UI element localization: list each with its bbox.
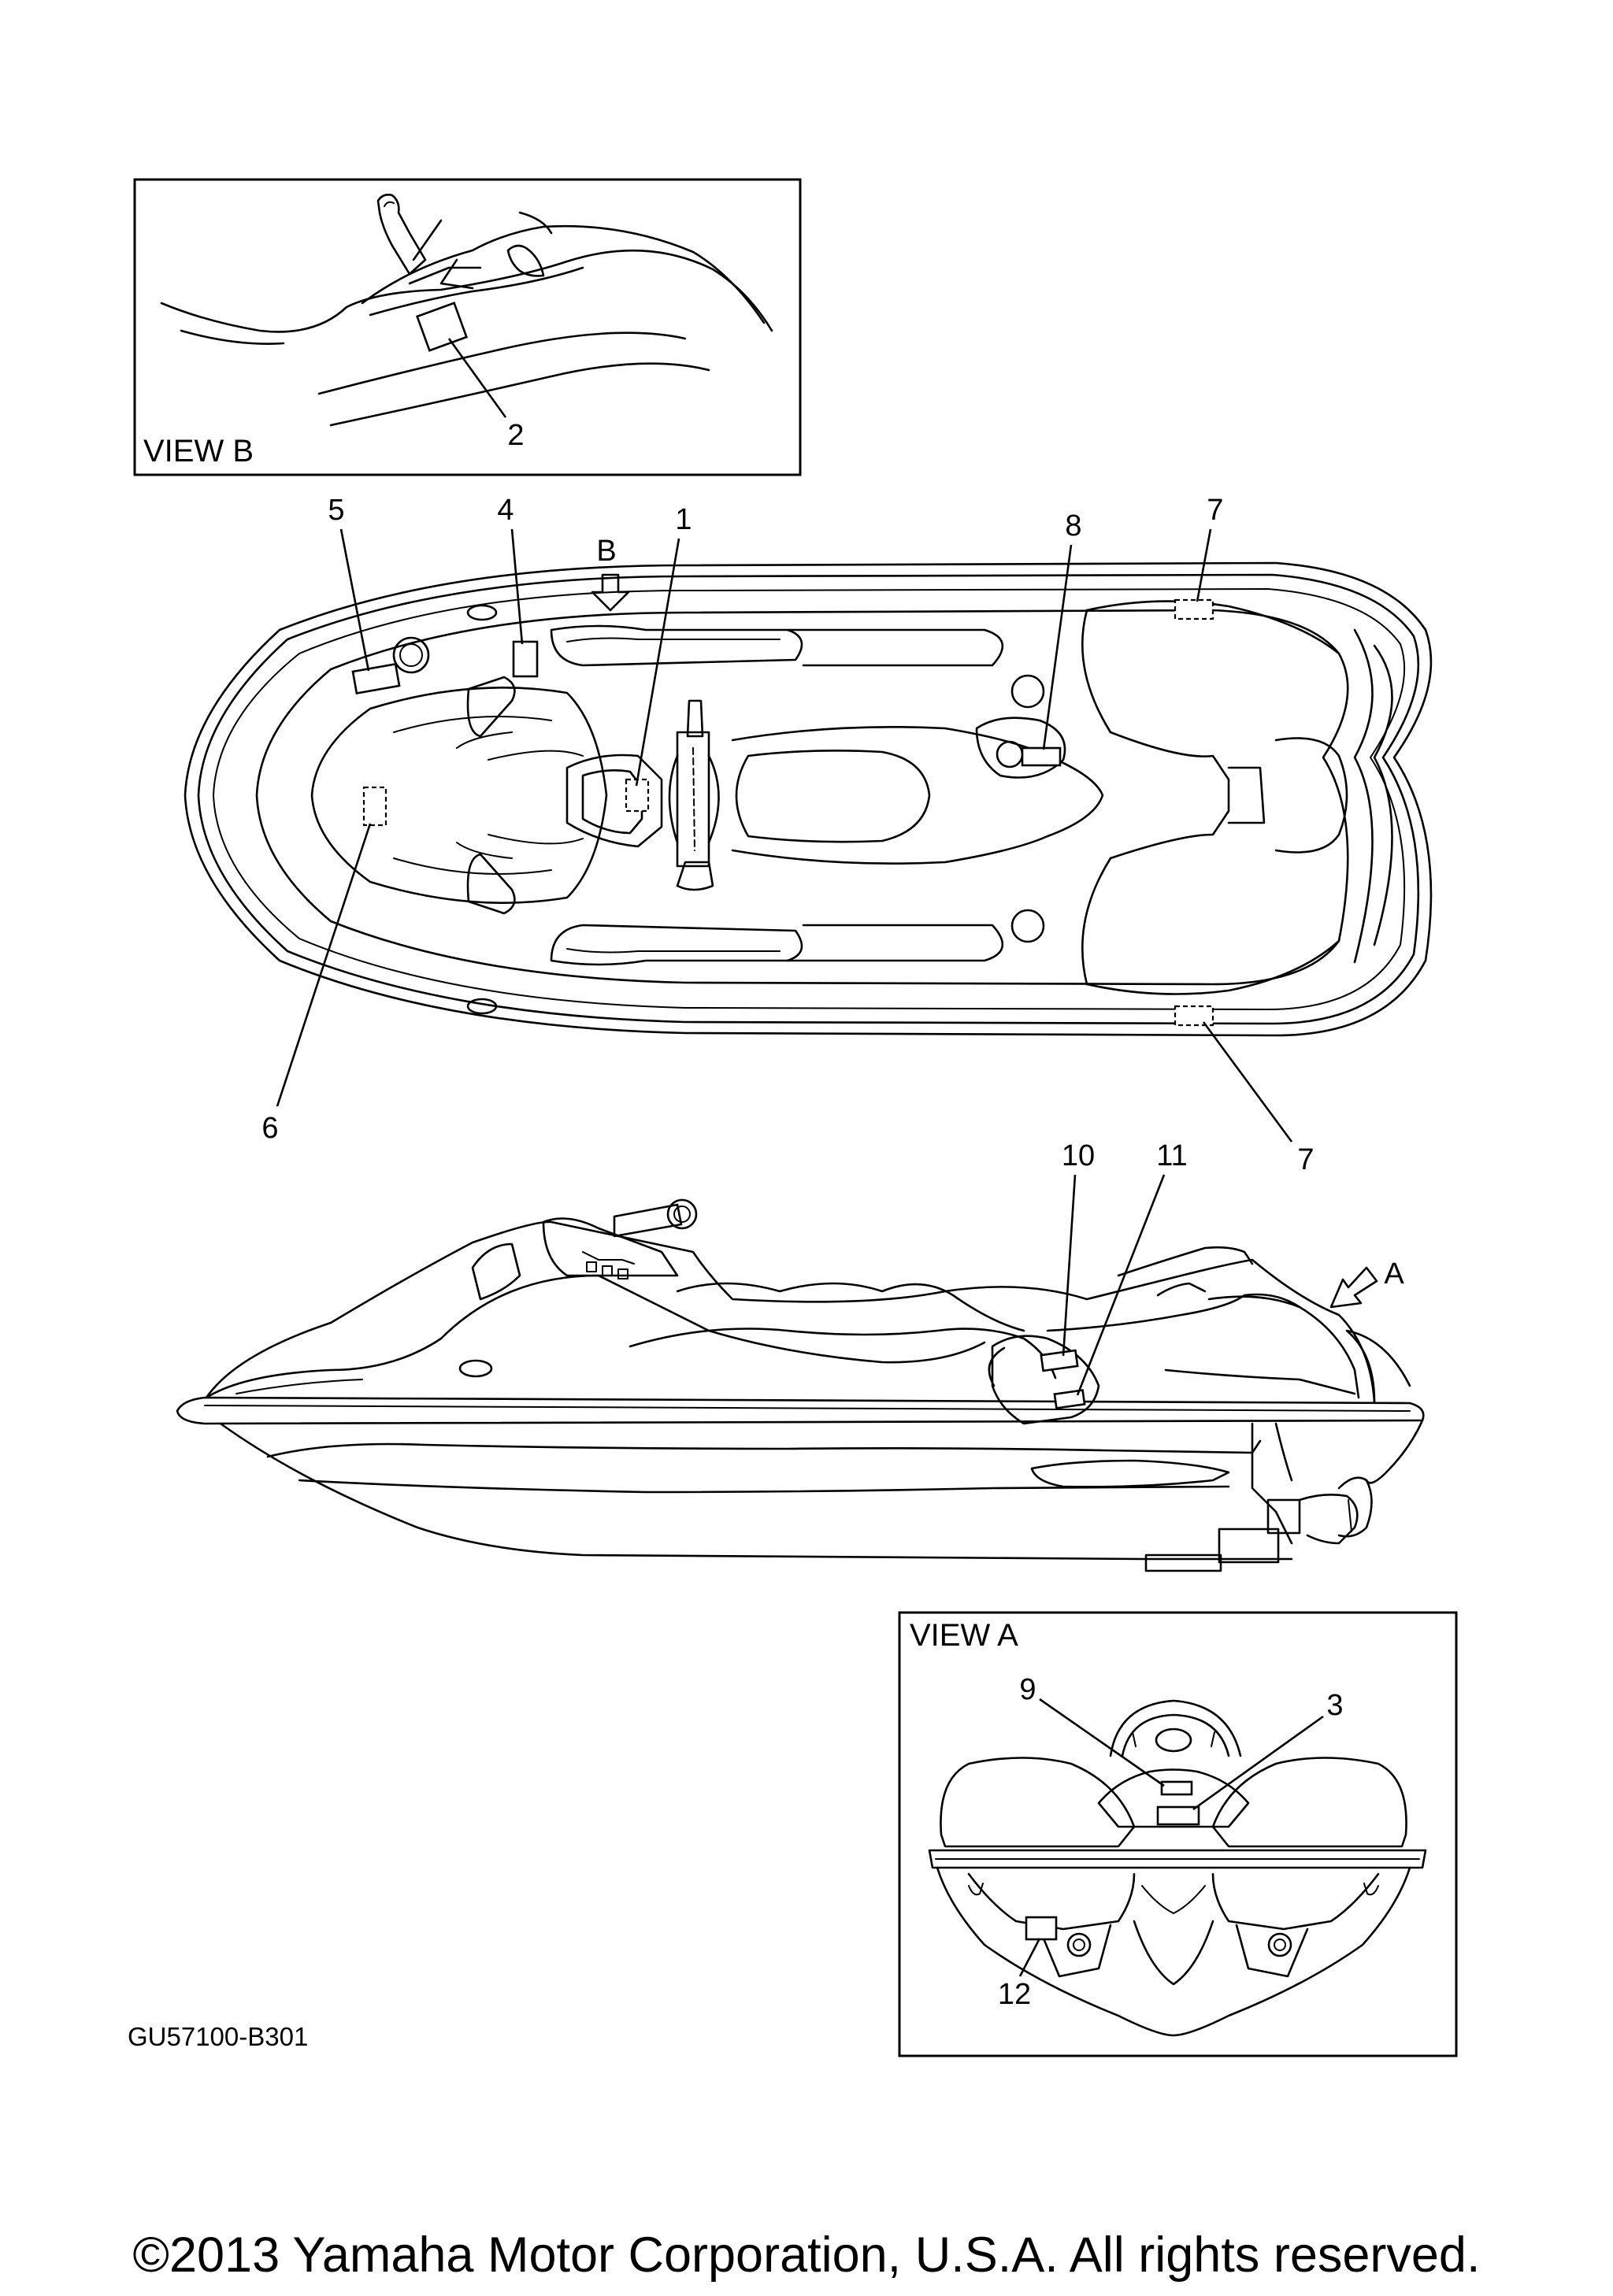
leader-1 xyxy=(635,538,680,787)
arrow-b-label: B xyxy=(596,535,616,568)
callout-3: 3 xyxy=(1326,1689,1343,1722)
direction-arrow-b xyxy=(591,573,630,612)
leader-12 xyxy=(1018,1938,1041,1977)
leader-7-top xyxy=(1196,528,1212,602)
callout-1: 1 xyxy=(675,503,692,536)
leader-2 xyxy=(447,338,507,418)
callout-7-bottom: 7 xyxy=(1297,1143,1314,1176)
label-11 xyxy=(1053,1389,1086,1409)
callout-2: 2 xyxy=(507,419,524,452)
side-view: A 10 11 xyxy=(176,1139,1425,1572)
view-a-frame xyxy=(898,1611,1458,2057)
view-b-inset: VIEW B 2 xyxy=(133,178,802,476)
leader-6 xyxy=(276,823,372,1107)
leader-8 xyxy=(1042,544,1073,750)
label-10 xyxy=(1040,1349,1079,1372)
label-4 xyxy=(512,640,539,678)
callout-8: 8 xyxy=(1065,509,1081,543)
callout-4: 4 xyxy=(497,494,514,527)
leader-11 xyxy=(1076,1174,1166,1396)
leader-10 xyxy=(1062,1174,1077,1357)
label-12 xyxy=(1025,1916,1058,1941)
top-view: B 5 4 1 8 7 6 7 xyxy=(184,494,1433,1176)
view-a-title: VIEW A xyxy=(910,1618,1018,1653)
view-b-drawing xyxy=(160,194,773,427)
direction-arrow-a xyxy=(1329,1266,1378,1309)
view-b-title: VIEW B xyxy=(143,434,254,468)
leader-3 xyxy=(1192,1715,1324,1811)
callout-6: 6 xyxy=(261,1112,278,1145)
drawing-code: GU57100-B301 xyxy=(128,2022,308,2051)
callout-12: 12 xyxy=(998,1978,1031,2011)
label-9 xyxy=(1160,1780,1193,1796)
label-7-lower xyxy=(1174,1005,1214,1027)
leader-4 xyxy=(510,528,524,645)
label-6 xyxy=(362,786,387,827)
label-5 xyxy=(351,662,401,694)
label-8 xyxy=(1021,746,1062,767)
callout-7-top: 7 xyxy=(1207,494,1223,527)
label-7-upper xyxy=(1174,598,1214,620)
callout-10: 10 xyxy=(1062,1139,1095,1172)
view-b-frame xyxy=(133,178,802,476)
callout-5: 5 xyxy=(328,494,344,527)
callout-11: 11 xyxy=(1156,1139,1187,1172)
copyright-notice: ©2013 Yamaha Motor Corporation, U.S.A. A… xyxy=(133,2227,1481,2283)
leader-5 xyxy=(339,528,370,672)
label-3 xyxy=(1156,1805,1200,1826)
leader-9 xyxy=(1039,1698,1165,1787)
callout-9: 9 xyxy=(1019,1673,1036,1706)
label-2 xyxy=(415,302,469,352)
leader-7-bottom xyxy=(1202,1021,1293,1142)
arrow-a-label: A xyxy=(1384,1257,1404,1291)
view-a-drawing xyxy=(928,1699,1427,2037)
view-a-inset: VIEW A 9 3 12 xyxy=(898,1611,1458,2057)
